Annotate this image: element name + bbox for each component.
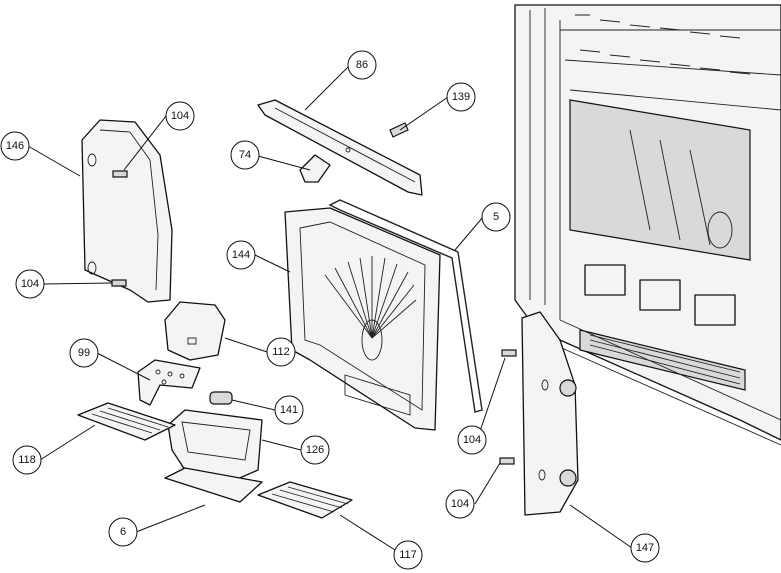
svg-text:144: 144 <box>232 249 250 261</box>
callout-6: 6 <box>108 517 138 547</box>
callout-117: 117 <box>393 540 423 570</box>
clip-74 <box>299 154 331 183</box>
firebox-assembly <box>514 4 781 446</box>
callout-112: 112 <box>266 337 296 367</box>
side-panel-147 <box>521 311 579 516</box>
pin-139 <box>389 122 409 138</box>
svg-text:104: 104 <box>451 498 469 510</box>
fan-pattern <box>324 256 417 361</box>
grate-118 <box>77 402 176 441</box>
callout-146: 146 <box>0 131 30 161</box>
callout-99: 99 <box>69 338 99 368</box>
burn-pot-126 <box>167 409 263 493</box>
bracket-99 <box>137 359 201 406</box>
svg-text:126: 126 <box>306 444 324 456</box>
gasket-5 <box>328 199 483 413</box>
spacer-141 <box>209 391 233 405</box>
screw-104-right-upper <box>501 349 517 357</box>
svg-text:112: 112 <box>272 346 290 358</box>
callout-86: 86 <box>347 50 377 80</box>
svg-text:5: 5 <box>493 211 499 223</box>
callout-104-lower: 104 <box>15 269 45 299</box>
svg-text:141: 141 <box>280 404 298 416</box>
cover-112 <box>164 301 226 361</box>
callout-144: 144 <box>226 240 256 270</box>
callout-147: 147 <box>630 533 660 563</box>
svg-text:99: 99 <box>78 347 90 359</box>
callout-104-right-upper: 104 <box>457 425 487 455</box>
svg-text:147: 147 <box>636 542 654 554</box>
callout-118: 118 <box>12 445 42 475</box>
leader-lines <box>27 64 633 551</box>
callout-141: 141 <box>274 395 304 425</box>
bracket-86 <box>257 99 423 196</box>
door-144 <box>284 207 441 431</box>
svg-text:118: 118 <box>18 454 36 466</box>
callout-5: 5 <box>481 202 511 232</box>
grate-117 <box>257 481 353 519</box>
callout-74: 74 <box>230 140 260 170</box>
side-panel-146 <box>81 119 173 303</box>
svg-text:146: 146 <box>6 140 24 152</box>
callout-104-upper: 104 <box>165 101 195 131</box>
svg-text:104: 104 <box>171 110 189 122</box>
svg-text:74: 74 <box>239 149 251 161</box>
svg-text:86: 86 <box>356 59 368 71</box>
screw-104-lower <box>111 279 127 287</box>
svg-text:104: 104 <box>463 434 481 446</box>
callout-126: 126 <box>300 435 330 465</box>
svg-text:139: 139 <box>452 91 470 103</box>
screw-104-right-lower <box>499 457 515 465</box>
screw-104-upper <box>112 170 128 178</box>
callout-104-right-lower: 104 <box>445 489 475 519</box>
svg-text:104: 104 <box>21 278 39 290</box>
svg-text:117: 117 <box>399 549 417 561</box>
svg-text:6: 6 <box>120 526 126 538</box>
tray-6 <box>164 467 263 503</box>
callout-139: 139 <box>446 82 476 112</box>
